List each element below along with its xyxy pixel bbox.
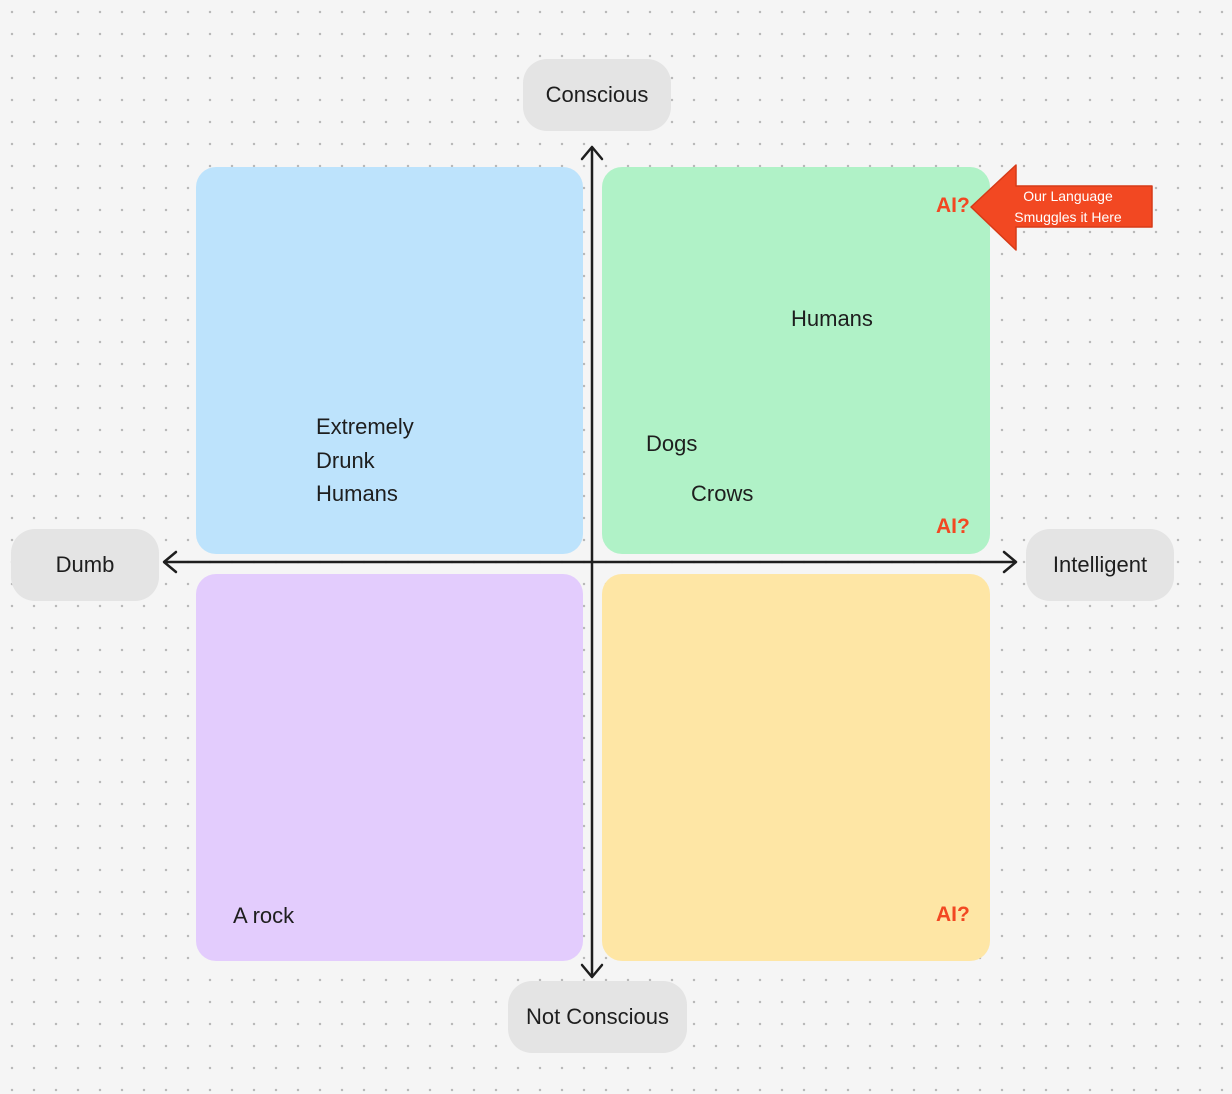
item-line: Humans [316, 481, 398, 506]
axis-label-dumb: Dumb [11, 529, 159, 601]
item-line: Drunk [316, 447, 375, 473]
item-dogs: Dogs [646, 431, 698, 456]
arrowhead-right-icon [1002, 550, 1018, 574]
arrowhead-down-icon [580, 963, 604, 979]
ai-marker-top: AI? [936, 194, 970, 217]
quadrant-not-conscious-intelligent [602, 574, 990, 961]
arrowhead-left-icon [162, 550, 178, 574]
item-a-rock: A rock [233, 903, 295, 928]
callout-line: Smuggles it Here [1014, 209, 1122, 225]
callout-arrow-left-icon [970, 164, 1153, 251]
ai-marker-bottom: AI? [936, 903, 970, 926]
axis-label-conscious: Conscious [523, 59, 671, 131]
quadrant-not-conscious-dumb [196, 574, 583, 961]
arrowhead-up-icon [580, 145, 604, 161]
axis-label-not-conscious: Not Conscious [508, 981, 687, 1053]
quadrant-conscious-intelligent [602, 167, 990, 554]
axis-label-intelligent: Intelligent [1026, 529, 1174, 601]
callout-label: Our Language Smuggles it Here [1000, 186, 1136, 228]
item-extremely-drunk-humans: Extremely Drunk Humans [316, 410, 414, 511]
quadrant-conscious-dumb [196, 167, 583, 554]
item-crows: Crows [691, 481, 754, 506]
callout-arrow-shape [970, 164, 1153, 251]
callout-line: Our Language [1023, 188, 1113, 204]
item-line: Extremely [316, 414, 414, 439]
item-humans: Humans [791, 306, 873, 331]
ai-marker-middle: AI? [936, 515, 970, 538]
